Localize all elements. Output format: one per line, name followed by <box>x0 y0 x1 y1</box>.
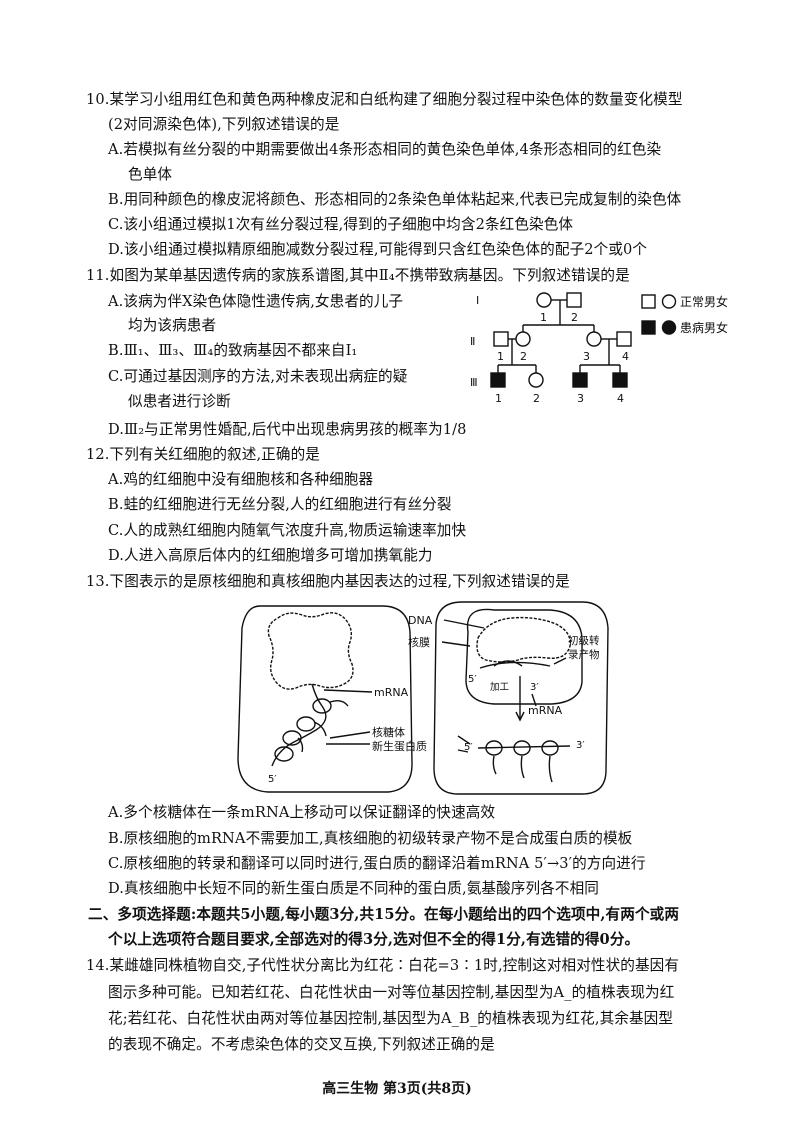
pedigree-male-i2 <box>566 292 582 308</box>
eukaryote-nascent-protein <box>520 755 525 779</box>
eukaryote-dna <box>476 616 571 663</box>
gene-expression-figure: DNA 核膜 初级转 录产物 5′ 加工 3′ mRNA mRNA 核糖体 新生… <box>237 601 609 795</box>
pedigree-affected-male-iii3 <box>572 372 588 388</box>
eukaryote-nascent-protein <box>492 755 497 775</box>
pedigree-num-ii4: 4 <box>622 350 629 363</box>
label-dna: DNA <box>408 614 433 627</box>
prokaryotic-cell-outline <box>237 605 413 793</box>
pedigree-chart: Ⅰ Ⅱ Ⅲ 1 2 1 2 3 4 1 2 3 4 正常男女 患病男女 <box>470 292 728 405</box>
legend-normal-label: 正常男女 <box>680 294 728 309</box>
q11-option-a-line1: A.该病为伴X染色体隐性遗传病,女患者的儿子 <box>108 293 404 310</box>
eukaryotic-cell-outline <box>433 601 609 795</box>
prokaryote-ribosome <box>282 730 302 746</box>
prokaryote-nascent-protein <box>329 699 349 707</box>
q13-option-c: C.原核细胞的转录和翻译可以同时进行,蛋白质的翻译沿着mRNA 5′→3′的方向… <box>108 855 646 872</box>
pedigree-male-ii4 <box>616 331 632 347</box>
prokaryote-nascent-protein <box>313 721 327 737</box>
legend-normal-male <box>641 294 656 309</box>
prokaryote-ribosome <box>274 746 294 762</box>
label-three-prime-c: 3′ <box>576 740 585 751</box>
primary-transcript-loop <box>493 660 523 667</box>
pedigree-num-ii1: 1 <box>497 350 504 363</box>
q10-stem-line2: (2对同源染色体),下列叙述错误的是 <box>108 116 340 133</box>
legend-normal-female <box>661 294 677 309</box>
label-five-prime-b: 5′ <box>268 774 277 785</box>
prokaryote-ribosome <box>312 698 332 714</box>
q14-line2: 图示多种可能。已知若红花、白花性状由一对等位基因控制,基因型为A_的植株表现为红 <box>108 984 675 1001</box>
prokaryote-dna-loop <box>267 612 354 690</box>
q10-stem-line1: 10.某学习小组用红色和黄色两种橡皮泥和白纸构建了细胞分裂过程中染色体的数量变化… <box>86 91 683 108</box>
q11-option-d: D.Ⅲ₂与正常男性婚配,后代中出现患病男孩的概率为1/8 <box>108 421 467 438</box>
q10-option-b: B.用同种颜色的橡皮泥将颜色、形态相同的2条染色单体粘起来,代表已完成复制的染色… <box>108 191 682 208</box>
label-mrna-right: mRNA <box>528 704 563 717</box>
label-five-prime-c: 5′ <box>464 742 473 753</box>
pedigree-affected-male-iii1 <box>490 372 506 388</box>
q14-line1: 14.某雌雄同株植物自交,子代性状分离比为红花∶白花=3∶1时,控制这对相对性状… <box>86 957 680 974</box>
label-nuclear-membrane: 核膜 <box>408 635 430 649</box>
label-mrna-left: mRNA <box>374 686 409 699</box>
legend-affected-female <box>661 320 677 335</box>
label-processing: 加工 <box>490 682 510 693</box>
page-footer: 高三生物 第3页(共8页) <box>322 1081 472 1097</box>
q11-option-b: B.Ⅲ₁、Ⅲ₃、Ⅲ₄的致病基因不都来自Ⅰ₁ <box>108 342 358 359</box>
label-three-prime-a: 3′ <box>530 682 539 693</box>
legend-affected-label: 患病男女 <box>680 320 728 335</box>
label-five-prime-a: 5′ <box>468 674 477 685</box>
q10-option-a-line1: A.若模拟有丝分裂的中期需要做出4条形态相同的黄色染色单体,4条形态相同的红色染 <box>108 141 662 158</box>
eukaryote-mrna <box>477 745 571 749</box>
pedigree-affected-male-iii4 <box>612 372 628 388</box>
pedigree-num-ii3: 3 <box>583 350 590 363</box>
prokaryote-nascent-protein <box>297 737 304 753</box>
nucleus-membrane <box>465 608 583 705</box>
pedigree-num-iii4: 4 <box>617 392 624 405</box>
label-nascent-protein: 新生蛋白质 <box>372 739 427 753</box>
q13-option-d: D.真核细胞中长短不同的新生蛋白质是不同种的蛋白质,氨基酸序列各不相同 <box>108 880 599 897</box>
section2-heading-line1: 二、多项选择题:本题共5小题,每小题3分,共15分。在每小题给出的四个选项中,有… <box>88 906 680 923</box>
prokaryote-ribosome <box>296 716 316 732</box>
q14-line3: 花;若红花、白花性状由两对等位基因控制,基因型为A_B_的植株表现为红花,其余基… <box>108 1010 674 1027</box>
q14-line4: 的表现不确定。不考虑染色体的交叉互换,下列叙述正确的是 <box>108 1036 495 1053</box>
label-ribosome: 核糖体 <box>372 725 405 739</box>
q10-option-d: D.该小组通过模拟精原细胞减数分裂过程,可能得到只含红色染色体的配子2个或0个 <box>108 241 648 258</box>
q12-stem: 12.下列有关红细胞的叙述,正确的是 <box>86 446 320 463</box>
pedigree-female-ii3 <box>586 331 602 347</box>
pedigree-gen-label-i: Ⅰ <box>476 294 479 307</box>
pedigree-num-iii1: 1 <box>495 392 502 405</box>
pedigree-num-iii3: 3 <box>577 392 584 405</box>
pedigree-gen-label-iii: Ⅲ <box>470 376 478 389</box>
q11-option-c-line1: C.可通过基因测序的方法,对未表现出病症的疑 <box>108 368 408 385</box>
q10-option-a-line2: 色单体 <box>128 166 173 183</box>
q11-stem: 11.如图为某单基因遗传病的家族系谱图,其中Ⅱ₄不携带致病基因。下列叙述错误的是 <box>86 267 630 284</box>
eukaryote-ribosome <box>541 740 559 756</box>
pedigree-num-i2: 2 <box>571 311 578 324</box>
legend-affected-male <box>641 320 656 335</box>
pedigree-female-iii2 <box>528 372 544 388</box>
eukaryote-ribosome <box>485 740 503 756</box>
q10-option-c: C.该小组通过模拟1次有丝分裂过程,得到的子细胞中均含2条红色染色体 <box>108 216 574 233</box>
label-primary-transcript-2: 录产物 <box>568 648 600 661</box>
eukaryote-nascent-protein <box>548 755 553 783</box>
section2-heading-line2: 个以上选项符合题目要求,全部选对的得3分,选对但不全的得1分,有选错的得0分。 <box>108 931 640 948</box>
primary-transcript <box>479 661 551 669</box>
q11-option-a-line2: 均为该病患者 <box>128 317 217 334</box>
q13-option-a: A.多个核糖体在一条mRNA上移动可以保证翻译的快速高效 <box>108 804 496 821</box>
pedigree-female-i1 <box>536 292 552 308</box>
pedigree-num-ii2: 2 <box>520 350 527 363</box>
label-primary-transcript-1: 初级转 <box>568 634 600 647</box>
q12-option-d: D.人进入高原后体内的红细胞增多可增加携氧能力 <box>108 547 433 564</box>
q12-option-a: A.鸡的红细胞中没有细胞核和各种细胞器 <box>108 471 374 488</box>
q12-option-c: C.人的成熟红细胞内随氧气浓度升高,物质运输速率加快 <box>108 522 467 539</box>
q13-stem: 13.下图表示的是原核细胞和真核细胞内基因表达的过程,下列叙述错误的是 <box>86 573 570 590</box>
eukaryote-ribosome <box>513 740 531 756</box>
q12-option-b: B.蛙的红细胞进行无丝分裂,人的红细胞进行有丝分裂 <box>108 496 452 513</box>
pedigree-female-ii2 <box>515 331 531 347</box>
pedigree-male-ii1 <box>493 331 509 347</box>
pedigree-num-iii2: 2 <box>533 392 540 405</box>
pedigree-gen-label-ii: Ⅱ <box>470 335 475 348</box>
q13-option-b: B.原核细胞的mRNA不需要加工,真核细胞的初级转录产物不是合成蛋白质的模板 <box>108 830 633 847</box>
pedigree-num-i1: 1 <box>540 311 547 324</box>
q11-option-c-line2: 似患者进行诊断 <box>128 393 231 410</box>
prokaryote-mrna-strand <box>271 683 327 767</box>
